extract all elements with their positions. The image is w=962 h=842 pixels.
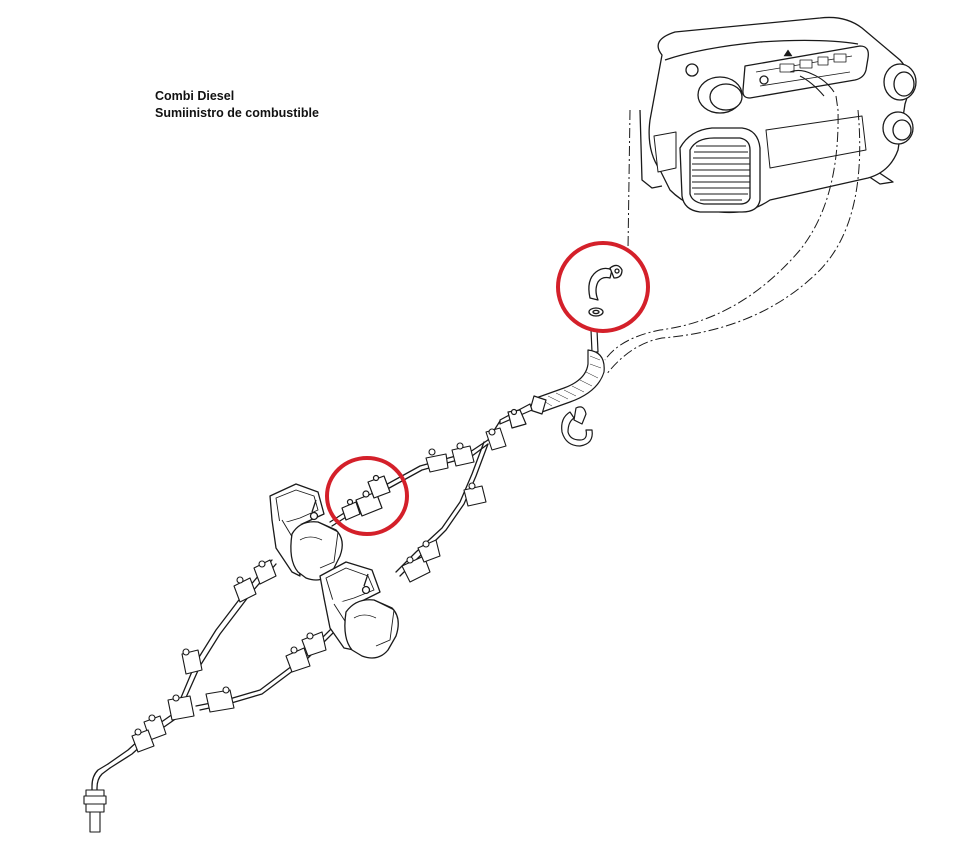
- title-block: Combi Diesel Sumiinistro de combustible: [155, 88, 319, 122]
- reference-lines: [604, 95, 861, 376]
- highlight-circles: [325, 241, 650, 536]
- heater-unit: [639, 16, 917, 214]
- fuel-pump-upper: [269, 483, 343, 581]
- inline-fitting: [341, 474, 391, 521]
- connection-wires: [789, 69, 835, 97]
- line-connectors: [83, 427, 507, 833]
- fuel-hose-main: [499, 329, 605, 447]
- highlight-circle-line-fitting: [325, 456, 409, 536]
- elbow-fitting: [588, 264, 623, 317]
- fuel-pump-lower: [319, 561, 399, 659]
- highlight-circle-elbow-fitting: [556, 241, 650, 333]
- diagram-title: Combi Diesel: [155, 89, 235, 103]
- diagram-subtitle: Sumiinistro de combustible: [155, 106, 319, 120]
- fuel-line: [91, 420, 501, 799]
